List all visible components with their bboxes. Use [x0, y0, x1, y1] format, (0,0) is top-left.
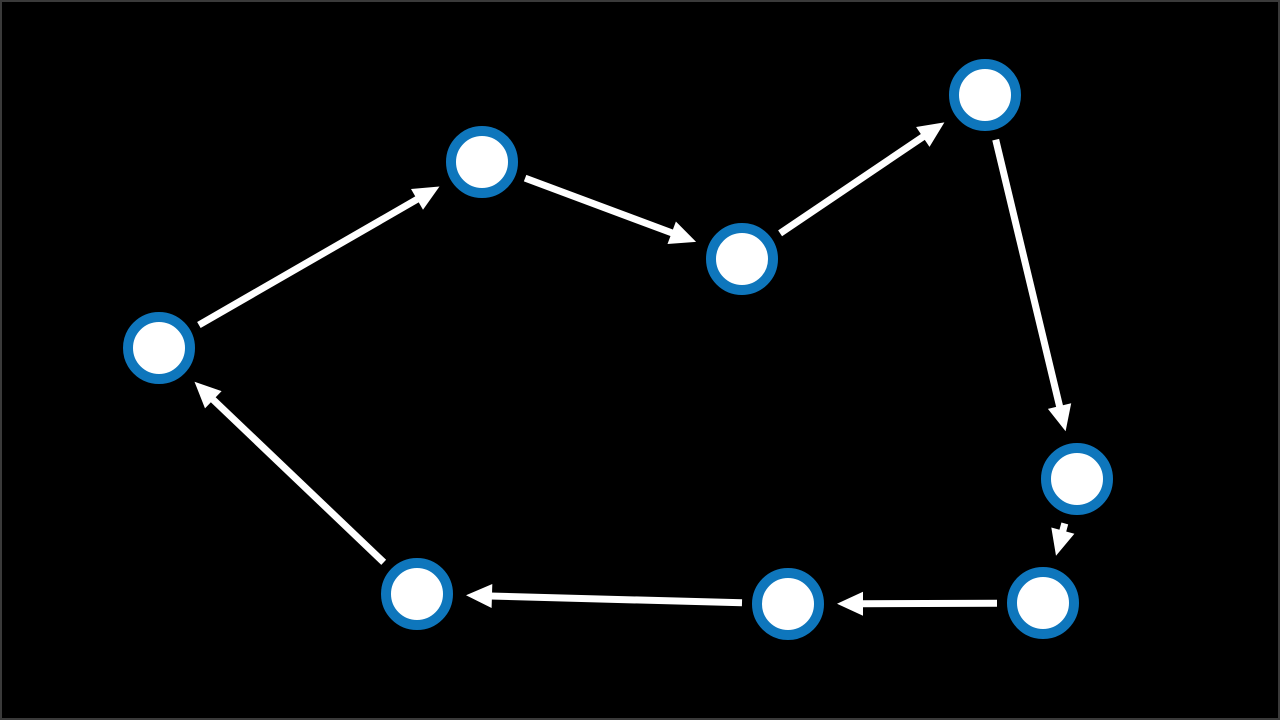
node-left — [123, 312, 195, 384]
arrow-shaft — [778, 132, 927, 237]
edge-arrow-n5-n6 — [1051, 522, 1075, 556]
edge-arrow-n8-n1 — [194, 381, 387, 565]
edge-arrow-n7-n8 — [466, 584, 743, 608]
edge-arrow-n1-n2 — [197, 186, 440, 329]
node-top-right — [949, 59, 1021, 131]
node-bottom-left — [381, 558, 453, 630]
arrow-head — [1051, 527, 1075, 556]
edges-layer — [194, 122, 1075, 616]
arrow-shaft — [992, 138, 1064, 409]
arrow-head — [916, 122, 945, 147]
edge-arrow-n2-n3 — [523, 174, 697, 244]
arrow-head — [667, 221, 697, 244]
node-bottom-right — [1007, 567, 1079, 639]
edge-arrow-n6-n7 — [837, 591, 998, 616]
node-middle — [706, 223, 778, 295]
node-bottom-middle — [752, 568, 824, 640]
arrow-shaft — [489, 592, 743, 607]
arrow-shaft — [523, 174, 675, 237]
arrow-head — [837, 591, 863, 616]
arrow-shaft — [860, 599, 998, 608]
edge-arrow-n3-n4 — [778, 122, 945, 237]
arrow-head — [411, 186, 440, 210]
nodes-layer — [123, 59, 1113, 640]
node-upper-left — [446, 126, 518, 198]
arrow-shaft — [209, 395, 387, 565]
edge-arrow-n4-n5 — [992, 138, 1072, 432]
node-right — [1041, 443, 1113, 515]
arrow-head — [194, 381, 222, 409]
arrow-shaft — [197, 195, 421, 329]
arrow-head — [466, 584, 493, 608]
arrow-head — [1047, 403, 1072, 432]
